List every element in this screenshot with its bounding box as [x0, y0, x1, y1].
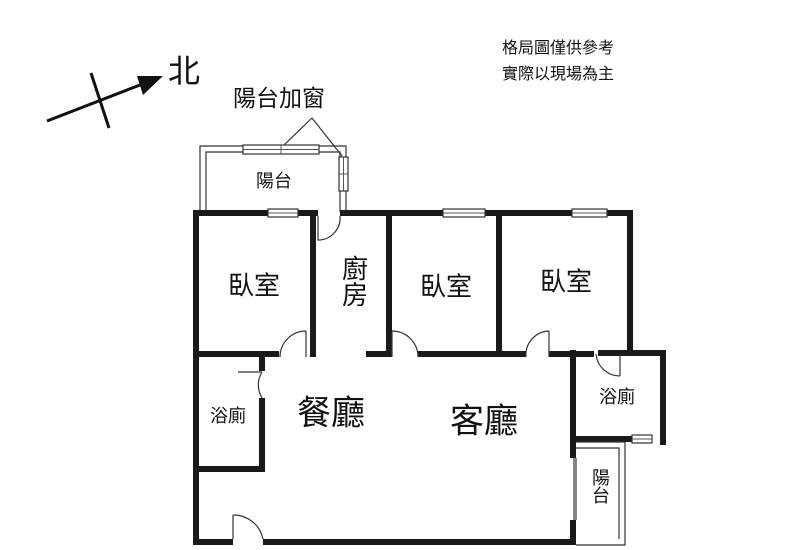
compass: 北 — [46, 52, 200, 129]
annotation-leader — [282, 117, 313, 147]
doors — [232, 215, 621, 540]
room-label-bedroom-1: 臥室 — [228, 272, 280, 302]
compass-north-label: 北 — [168, 52, 200, 90]
room-label-kitchen: 廚房 — [338, 255, 368, 307]
windows — [267, 208, 653, 444]
compass-arrow-icon — [137, 76, 163, 95]
top-balcony-outline — [199, 144, 349, 212]
room-label-bathroom-right: 浴廁 — [599, 386, 635, 408]
note-line-2: 實際以現場為主 — [502, 64, 614, 83]
note-line-1: 格局圖僅供參考 — [502, 38, 614, 57]
room-label-bedroom-3: 臥室 — [540, 268, 592, 298]
room-label-dining: 餐廳 — [297, 394, 365, 434]
compass-axis — [46, 83, 141, 123]
room-label-balcony-right: 陽台 — [589, 468, 610, 504]
annotation-leader — [311, 117, 343, 157]
walls — [193, 210, 666, 545]
room-label-living: 客廳 — [450, 402, 518, 442]
right-balcony-outline — [576, 441, 626, 546]
balcony-window-label: 陽台加窗 — [233, 86, 325, 112]
room-label-bathroom-left: 浴廁 — [210, 405, 246, 427]
room-label-balcony-top: 陽台 — [256, 171, 292, 192]
compass-cross — [89, 72, 111, 129]
room-label-bedroom-2: 臥室 — [420, 273, 472, 303]
